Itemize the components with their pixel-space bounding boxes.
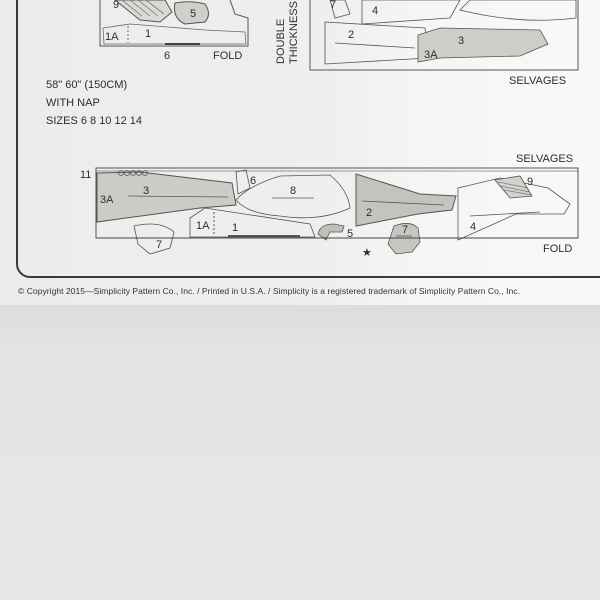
svg-text:DOUBLE: DOUBLE [275, 19, 287, 64]
layout-main: 11 3A 3 6 8 9 2 4 1A 1 5 7 7 ★ SELVAGES … [80, 153, 579, 259]
piece-label-2: 2 [366, 207, 372, 219]
piece-label-9: 9 [527, 176, 533, 188]
fold-label-top: FOLD [213, 50, 242, 62]
background-sheet [0, 305, 600, 600]
piece-label-3a-top: 3A [424, 49, 438, 61]
nap-text: WITH NAP [46, 97, 100, 109]
piece-label-4-top: 4 [372, 5, 378, 17]
piece-label-7-top: 7 [330, 0, 336, 11]
selvages-label-top: SELVAGES [509, 75, 566, 87]
star-mark: ★ [362, 247, 372, 259]
piece-label-9: 9 [113, 0, 119, 11]
piece-label-8: 8 [290, 185, 296, 197]
piece-label-2-top: 2 [348, 29, 354, 41]
layout-number-11: 11 [80, 169, 91, 181]
piece-label-6: 6 [250, 175, 256, 187]
piece-label-3: 3 [143, 185, 149, 197]
layout-top-left: 9 5 1A 1 6 FOLD [99, 0, 249, 62]
fabric-width-text: 58" 60" (150CM) [46, 79, 128, 91]
piece-label-1: 1 [145, 28, 151, 40]
double-thickness-label: DOUBLE THICKNESS [275, 1, 300, 64]
instruction-border [16, 0, 600, 278]
piece-label-1a: 1A [105, 31, 119, 43]
selvages-label-main: SELVAGES [516, 153, 573, 165]
svg-text:THICKNESS: THICKNESS [288, 1, 300, 64]
piece-label-7-left: 7 [156, 239, 162, 251]
sizes-text: SIZES 6 8 10 12 14 [46, 115, 143, 127]
fold-label-main: FOLD [543, 243, 572, 255]
piece-label-5: 5 [190, 8, 196, 20]
piece-label-1a: 1A [196, 220, 210, 232]
piece-label-5: 5 [347, 228, 353, 240]
piece-label-7-right: 7 [402, 224, 408, 236]
piece-label-1: 1 [232, 222, 238, 234]
piece-label-3a: 3A [100, 194, 114, 206]
layout-top-right: 7 4 2 3 3A SELVAGES [309, 0, 579, 87]
piece-label-6: 6 [164, 50, 170, 62]
piece-label-3-top: 3 [458, 35, 464, 47]
copyright-notice: © Copyright 2015—Simplicity Pattern Co.,… [18, 286, 520, 296]
piece-label-4: 4 [470, 221, 476, 233]
